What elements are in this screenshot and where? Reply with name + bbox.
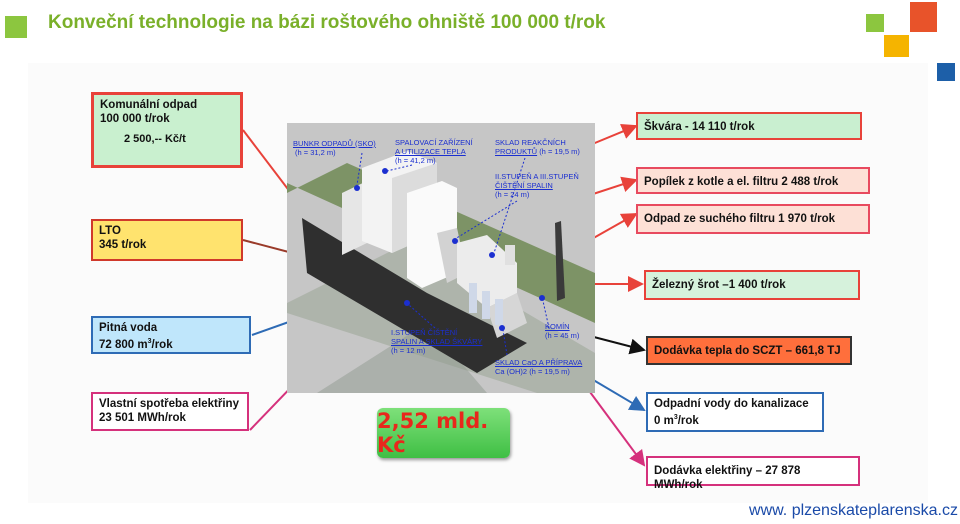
arrow-heat: [589, 335, 646, 355]
power-amount: 23 501 MWh/rok: [99, 412, 186, 424]
plant-3d-render: [287, 151, 595, 393]
wastewater-amount: 0 m3/rok: [654, 414, 699, 427]
waste-title: Komunální odpad: [100, 99, 198, 111]
output-dry-filter-box: Odpad ze suchého filtru 1 970 t/rok: [636, 204, 870, 234]
output-scrap-box: Železný šrot –1 400 t/rok: [644, 270, 860, 300]
output-wastewater-box: Odpadní vody do kanalizace 0 m3/rok: [646, 392, 824, 432]
output-slag-box: Škvára - 14 110 t/rok: [636, 112, 862, 140]
label-cleaning-2-3: II.STUPEŇ A III.STUPEŇ ČIŠTĚNÍ SPALIN (h…: [495, 172, 579, 199]
arrow-dry: [589, 213, 638, 241]
title-square: [5, 16, 27, 38]
label-reaction-store: SKLAD REAKČNÍCH PRODUKTŮ (h = 19,5 m): [495, 138, 580, 156]
waste-price: 2 500,-- Kč/t: [124, 133, 186, 145]
output-ash-box: Popílek z kotle a el. filtru 2 488 t/rok: [636, 167, 870, 194]
heat-label: Dodávka tepla do SCZT – 661,8 TJ: [654, 345, 841, 357]
lto-title: LTO: [99, 225, 121, 237]
label-cao-store: SKLAD CaO A PŘÍPRAVA Ca (OH)2 (h = 19,5 …: [495, 358, 583, 376]
input-water-box: Pitná voda 72 800 m3/rok: [91, 316, 251, 354]
electricity-label: Dodávka elektřiny – 27 878 MWh/rok: [654, 465, 801, 491]
website-link[interactable]: www. plzenskateplarenska.cz: [749, 502, 958, 519]
arrow-electricity: [589, 391, 646, 467]
arrow-wastewater: [589, 377, 646, 412]
input-lto-box: LTO 345 t/rok: [91, 219, 243, 261]
slag-label: Škvára - 14 110 t/rok: [644, 121, 755, 133]
total-cost-badge: 2,52 mld. Kč: [377, 408, 510, 458]
input-waste-box: Komunální odpad 100 000 t/rok 2 500,-- K…: [91, 92, 243, 168]
wastewater-title: Odpadní vody do kanalizace: [654, 398, 809, 410]
plant-illustration: BUNKR ODPADŮ (SKO) (h = 31,2 m) SPALOVAC…: [287, 123, 595, 393]
water-title: Pitná voda: [99, 322, 158, 334]
label-bunker: BUNKR ODPADŮ (SKO) (h = 31,2 m): [293, 139, 376, 157]
label-chimney: KOMÍN (h = 45 m): [545, 322, 580, 340]
power-title: Vlastní spotřeba elektřiny: [99, 398, 239, 410]
output-heat-box: Dodávka tepla do SCZT – 661,8 TJ: [646, 336, 852, 365]
arrow-ash: [589, 176, 638, 196]
input-power-box: Vlastní spotřeba elektřiny 23 501 MWh/ro…: [91, 392, 249, 431]
waste-amount: 100 000 t/rok: [100, 113, 170, 125]
scrap-label: Železný šrot –1 400 t/rok: [652, 279, 786, 291]
output-electricity-box: Dodávka elektřiny – 27 878 MWh/rok: [646, 456, 860, 491]
ash-label: Popílek z kotle a el. filtru 2 488 t/rok: [644, 176, 839, 188]
page-title: Konveční technologie na bázi roštového o…: [48, 12, 606, 33]
water-amount: 72 800 m3/rok: [99, 338, 173, 351]
label-combustion: SPALOVACÍ ZAŘÍZENÍ A UTILIZACE TEPLA (h …: [395, 138, 473, 165]
dry-filter-label: Odpad ze suchého filtru 1 970 t/rok: [644, 213, 836, 225]
label-cleaning-1: I.STUPEŇ ČIŠTĚNÍ SPALIN A SKLAD ŠKVÁRY (…: [391, 328, 483, 355]
lto-amount: 345 t/rok: [99, 239, 147, 251]
arrow-slag: [589, 123, 638, 146]
